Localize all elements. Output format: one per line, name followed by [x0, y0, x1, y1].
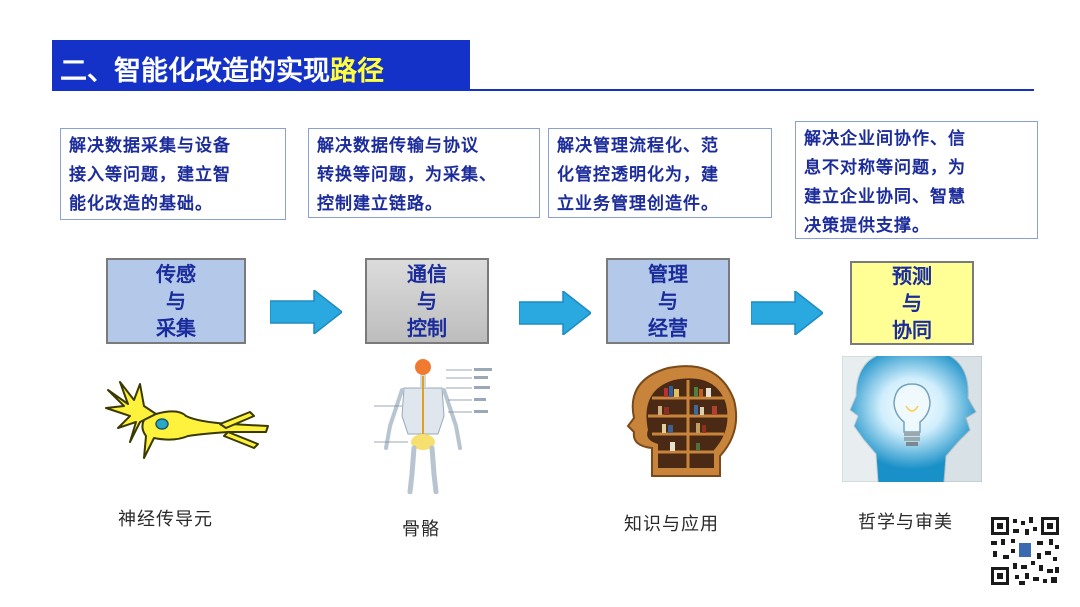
- caption-knowledge: 知识与应用: [624, 514, 719, 535]
- description-line: 能化改造的基础。: [69, 194, 213, 214]
- caption-neuron: 神经传导元: [118, 509, 213, 530]
- description-box-4: 解决企业间协作、信 息不对称等问题，为 建立企业协同、智慧 决策提供支撑。: [795, 121, 1038, 239]
- description-line: 接入等问题，建立智: [69, 165, 231, 185]
- description-line: 建立企业协同、智慧: [804, 187, 966, 207]
- description-line: 决策提供支撑。: [804, 216, 930, 236]
- stage-label: 管理: [648, 261, 688, 286]
- description-line: 解决数据采集与设备: [69, 136, 231, 156]
- description-line: 控制建立链路。: [317, 194, 443, 214]
- stage-communication-box: 通信 与 控制: [365, 258, 489, 344]
- description-line: 息不对称等问题，为: [804, 158, 966, 178]
- description-box-2: 解决数据传输与协议 转换等问题，为采集、 控制建立链路。: [308, 128, 540, 218]
- stage-management-box: 管理 与 经营: [606, 258, 730, 344]
- description-line: 解决数据传输与协议: [317, 136, 479, 156]
- arrow-right-icon: [270, 290, 342, 334]
- title-underline: [52, 89, 1034, 91]
- stage-label: 与: [902, 290, 922, 315]
- stage-label: 与: [166, 288, 186, 313]
- description-box-3: 解决管理流程化、范 化管控透明化为，建 立业务管理创造件。: [548, 128, 772, 218]
- description-line: 解决管理流程化、范: [557, 136, 719, 156]
- stage-label: 预测: [892, 263, 932, 288]
- qr-code-icon: [989, 515, 1061, 587]
- description-box-1: 解决数据采集与设备 接入等问题，建立智 能化改造的基础。: [60, 128, 286, 220]
- stage-label: 控制: [407, 315, 447, 340]
- lightbulb-head-icon: [842, 356, 982, 482]
- page-title: 二、智能化改造的实现路径: [60, 49, 384, 88]
- title-highlight: 路径: [330, 56, 384, 87]
- description-line: 立业务管理创造件。: [557, 194, 719, 214]
- stage-label: 协同: [892, 317, 932, 342]
- stage-label: 与: [417, 288, 437, 313]
- stage-label: 采集: [156, 315, 196, 340]
- stage-label: 通信: [407, 261, 447, 286]
- title-bar: 二、智能化改造的实现路径: [52, 40, 470, 90]
- stage-sensing-box: 传感 与 采集: [106, 258, 246, 344]
- description-line: 化管控透明化为，建: [557, 165, 719, 185]
- stage-label: 经营: [648, 315, 688, 340]
- caption-skeleton: 骨骼: [402, 519, 440, 540]
- stage-label: 与: [658, 288, 678, 313]
- bookshelf-head-icon: [622, 360, 746, 478]
- arrow-right-icon: [751, 291, 823, 335]
- neuron-icon: [105, 381, 269, 459]
- description-line: 转换等问题，为采集、: [317, 165, 497, 185]
- stage-label: 传感: [156, 261, 196, 286]
- title-main: 二、智能化改造的实现: [60, 56, 330, 87]
- skeleton-icon: [374, 359, 492, 494]
- stage-prediction-box: 预测 与 协同: [850, 261, 974, 345]
- arrow-right-icon: [519, 291, 591, 335]
- description-line: 解决企业间协作、信: [804, 129, 966, 149]
- caption-philosophy: 哲学与审美: [858, 512, 953, 533]
